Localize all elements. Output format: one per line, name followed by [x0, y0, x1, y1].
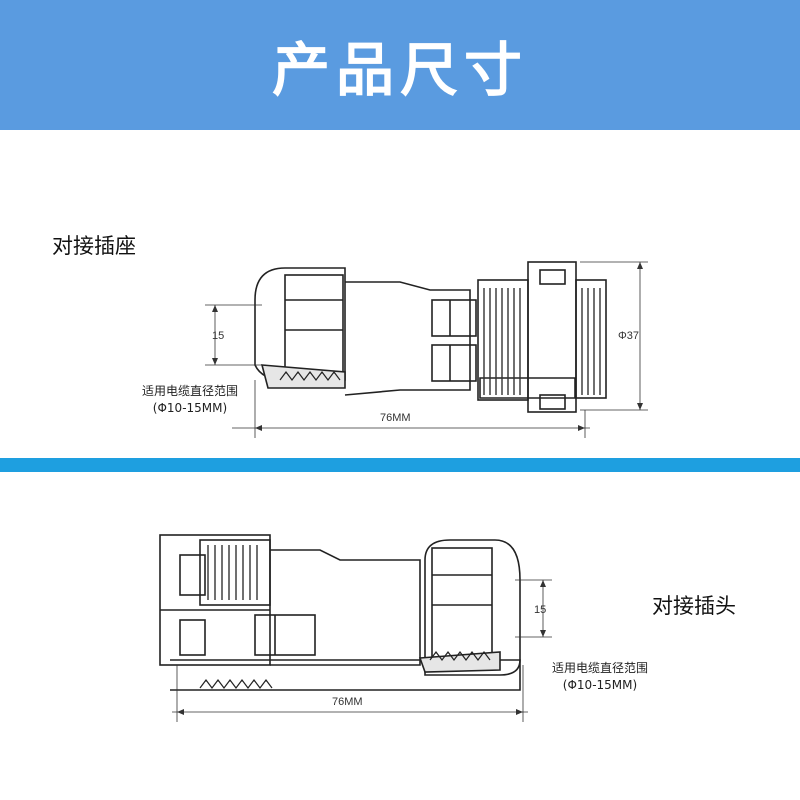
- plug-thread: [199, 539, 271, 606]
- socket-label: 对接插座: [52, 234, 136, 258]
- socket-pin-top: [431, 299, 477, 337]
- plug-inner: [254, 614, 316, 656]
- plug-note-line1: 适用电缆直径范围: [551, 661, 648, 675]
- socket-cable-note: 适用电缆直径范围 (Φ10-15MM): [125, 383, 255, 417]
- plug-note-line2: (Φ10-15MM): [562, 678, 638, 692]
- title-banner: 产品尺寸: [0, 0, 800, 130]
- plug-dim-length: 76MM: [332, 696, 363, 708]
- socket-dim-cable: 15: [212, 330, 225, 342]
- socket-dim-length: 76MM: [380, 412, 411, 424]
- banner-title: 产品尺寸: [271, 36, 528, 104]
- socket-rear: [575, 279, 607, 399]
- socket-note-line2: (Φ10-15MM): [152, 401, 228, 415]
- socket-body: [344, 281, 471, 396]
- socket-note-line1: 适用电缆直径范围: [141, 384, 238, 398]
- plug-cable-nut: [424, 539, 521, 676]
- socket-pin-bottom: [431, 344, 477, 382]
- plug-label: 对接插头: [652, 594, 736, 618]
- socket-dim-diameter: Φ37: [618, 330, 640, 342]
- plug-dim-cable: 15: [534, 604, 547, 616]
- plug-cable-note: 适用电缆直径范围 (Φ10-15MM): [530, 660, 670, 694]
- section-divider: [0, 458, 800, 472]
- plug-body: [270, 549, 421, 666]
